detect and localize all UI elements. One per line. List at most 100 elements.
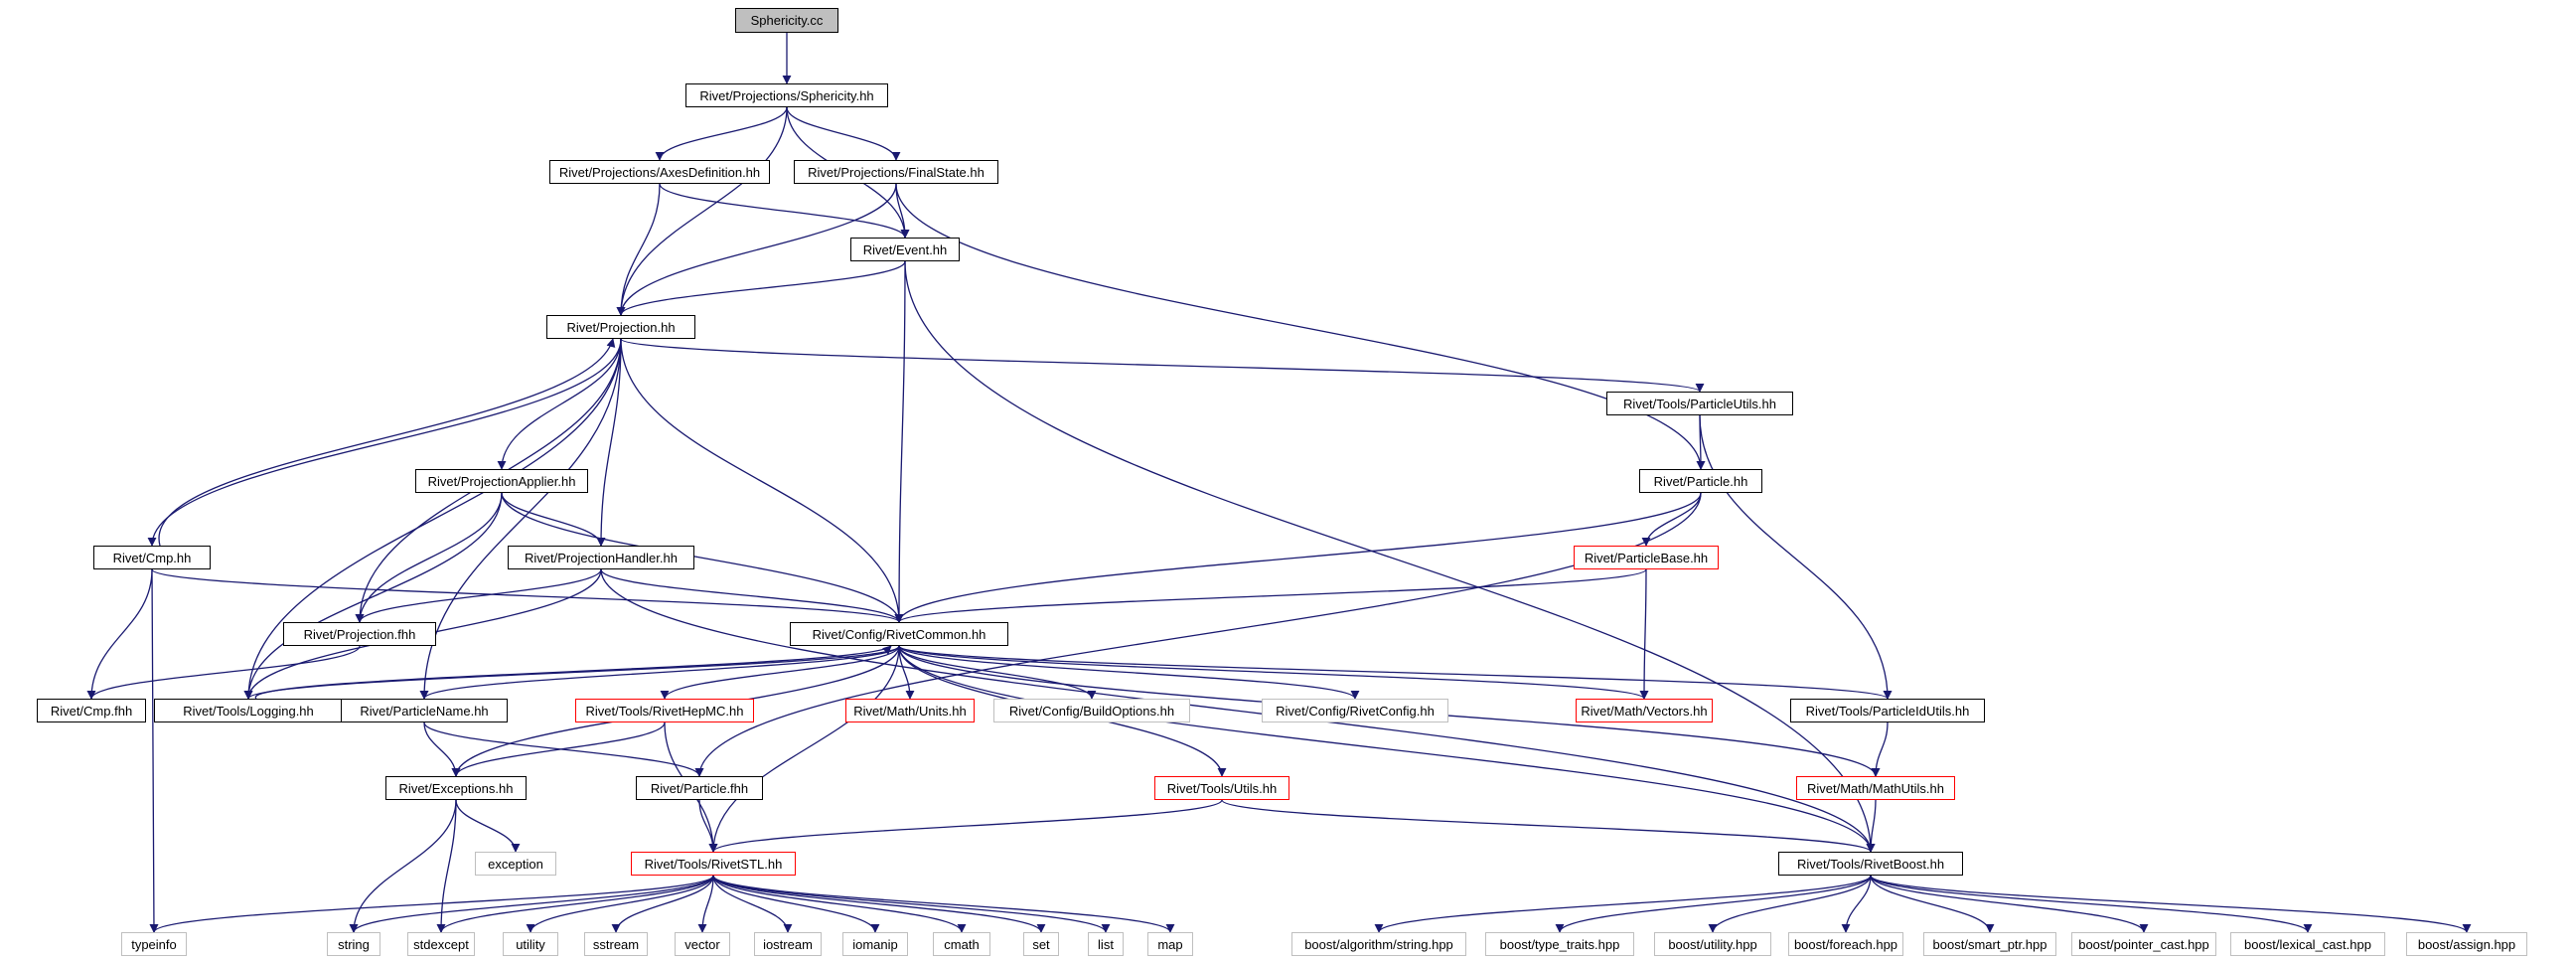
edge-logging-to-rivetcommon [255,645,892,700]
edge-cmp-to-cmpfhh [86,568,153,700]
edge-cmp-to-projection [158,338,616,547]
node-buildoptions[interactable]: Rivet/Config/BuildOptions.hh [993,699,1190,722]
node-axesdef[interactable]: Rivet/Projections/AxesDefinition.hh [549,160,770,184]
edge-sphericity-hh-to-projection [616,106,788,316]
node-exception[interactable]: exception [475,852,556,876]
edge-axesdef-to-event [659,183,910,239]
node-boost-smartptr[interactable]: boost/smart_ptr.hpp [1923,932,2056,956]
node-vectors[interactable]: Rivet/Math/Vectors.hh [1576,699,1713,722]
edge-particle-to-particlebase [1641,492,1702,547]
edge-rivetcommon-to-particleidutils [898,645,1893,700]
node-stdexcept[interactable]: stdexcept [407,932,475,956]
node-particlename[interactable]: Rivet/ParticleName.hh [341,699,508,722]
edge-rivetcommon-to-rivetstl [708,645,900,853]
node-rivetstl[interactable]: Rivet/Tools/RivetSTL.hh [631,852,796,876]
node-event[interactable]: Rivet/Event.hh [850,238,960,261]
node-projection[interactable]: Rivet/Projection.hh [546,315,695,339]
edge-cmp-to-typeinfo [149,568,159,933]
node-boost-foreach[interactable]: boost/foreach.hpp [1788,932,1903,956]
edge-mathutils-to-rivetboost [1866,799,1877,853]
edge-rivetboost-to-boost-typetraits [1555,875,1872,933]
edge-particleidutils-to-mathutils [1871,722,1889,777]
node-sphericity-cc: Sphericity.cc [735,7,838,33]
edge-rivetstl-to-iostream [712,875,793,933]
node-vector[interactable]: vector [675,932,730,956]
node-boost-pointercast[interactable]: boost/pointer_cast.hpp [2071,932,2216,956]
edge-finalstate-to-particle [895,183,1706,470]
edge-event-to-projection [616,260,906,316]
edge-projhandler-to-projfhh [355,568,602,623]
edge-utils-to-rivetboost [1221,799,1876,853]
node-sphericity-hh[interactable]: Rivet/Projections/Sphericity.hh [685,83,888,107]
node-rivetboost[interactable]: Rivet/Tools/RivetBoost.hh [1778,852,1963,876]
node-logging[interactable]: Rivet/Tools/Logging.hh [154,699,343,722]
node-boost-string[interactable]: boost/algorithm/string.hpp [1291,932,1466,956]
node-boost-lexicalcast[interactable]: boost/lexical_cast.hpp [2230,932,2385,956]
node-projfhh[interactable]: Rivet/Projection.fhh [283,622,436,646]
node-utils[interactable]: Rivet/Tools/Utils.hh [1154,776,1289,800]
edge-projection-to-projhandler [596,338,622,547]
edge-rivetboost-to-boost-assign [1870,875,2472,933]
node-set[interactable]: set [1023,932,1059,956]
edge-rivetboost-to-boost-smartptr [1870,875,1995,933]
edge-particle-to-rivetcommon [894,492,1702,623]
edge-rivetstl-to-iomanip [712,875,880,933]
edge-exceptions-to-string [349,799,457,933]
edge-rivetstl-to-stdexcept [436,875,714,933]
node-rivetcommon[interactable]: Rivet/Config/RivetCommon.hh [790,622,1008,646]
node-projapplier[interactable]: Rivet/ProjectionApplier.hh [415,469,588,493]
edge-exceptions-to-stdexcept [436,799,457,933]
node-boost-typetraits[interactable]: boost/type_traits.hpp [1485,932,1634,956]
edge-rivetcommon-to-buildoptions [898,645,1097,700]
node-finalstate[interactable]: Rivet/Projections/FinalState.hh [794,160,998,184]
node-list[interactable]: list [1088,932,1124,956]
edge-rivetcommon-to-vectors [898,645,1649,700]
node-cmath[interactable]: cmath [933,932,990,956]
edge-projection-to-cmp [147,338,622,547]
node-rivethepmc[interactable]: Rivet/Tools/RivetHepMC.hh [575,699,754,722]
edge-rivetstl-to-string [349,875,714,933]
node-cmp[interactable]: Rivet/Cmp.hh [93,546,211,569]
node-sstream[interactable]: sstream [584,932,648,956]
node-particleidutils[interactable]: Rivet/Tools/ParticleIdUtils.hh [1790,699,1985,722]
edge-projhandler-to-rivetcommon [600,568,904,623]
edge-rivetstl-to-typeinfo [149,875,714,933]
edge-rivetboost-to-boost-pointercast [1870,875,2149,933]
edge-projapplier-to-projfhh [355,492,503,623]
node-iostream[interactable]: iostream [754,932,822,956]
node-rivetconfig[interactable]: Rivet/Config/RivetConfig.hh [1262,699,1448,722]
node-utility[interactable]: utility [503,932,558,956]
node-exceptions[interactable]: Rivet/Exceptions.hh [385,776,527,800]
edge-rivethepmc-to-exceptions [451,722,666,777]
edge-rivetboost-to-boost-string [1374,875,1872,933]
edge-event-to-rivetboost [904,260,1876,853]
node-particleutils[interactable]: Rivet/Tools/ParticleUtils.hh [1606,392,1793,415]
node-projhandler[interactable]: Rivet/ProjectionHandler.hh [508,546,694,569]
edge-rivetstl-to-cmath [712,875,967,933]
edge-axesdef-to-projection [616,183,661,316]
node-boost-utility[interactable]: boost/utility.hpp [1654,932,1771,956]
node-typeinfo[interactable]: typeinfo [121,932,187,956]
node-string[interactable]: string [327,932,380,956]
edge-rivetcommon-to-rivetconfig [898,645,1360,700]
edge-rivetstl-to-map [712,875,1175,933]
node-map[interactable]: map [1147,932,1193,956]
edge-rivetboost-to-boost-utility [1708,875,1872,933]
node-particle[interactable]: Rivet/Particle.hh [1639,469,1762,493]
edge-rivetstl-to-list [712,875,1111,933]
node-boost-assign[interactable]: boost/assign.hpp [2406,932,2527,956]
edge-cmp-to-rivetcommon [151,568,904,623]
edge-rivetstl-to-set [712,875,1046,933]
node-particlefhh[interactable]: Rivet/Particle.fhh [636,776,763,800]
edge-rivetboost-to-boost-lexicalcast [1870,875,2313,933]
edge-projection-to-rivetcommon [620,338,904,623]
node-mathutils[interactable]: Rivet/Math/MathUtils.hh [1796,776,1955,800]
edge-sphericity-hh-to-finalstate [786,106,901,161]
node-cmpfhh[interactable]: Rivet/Cmp.fhh [37,699,146,722]
node-units[interactable]: Rivet/Math/Units.hh [845,699,975,722]
edge-particle-to-particlefhh [694,492,1702,777]
edge-rivetcommon-to-rivetboost [898,645,1876,853]
node-iomanip[interactable]: iomanip [842,932,908,956]
node-particlebase[interactable]: Rivet/ParticleBase.hh [1574,546,1719,569]
